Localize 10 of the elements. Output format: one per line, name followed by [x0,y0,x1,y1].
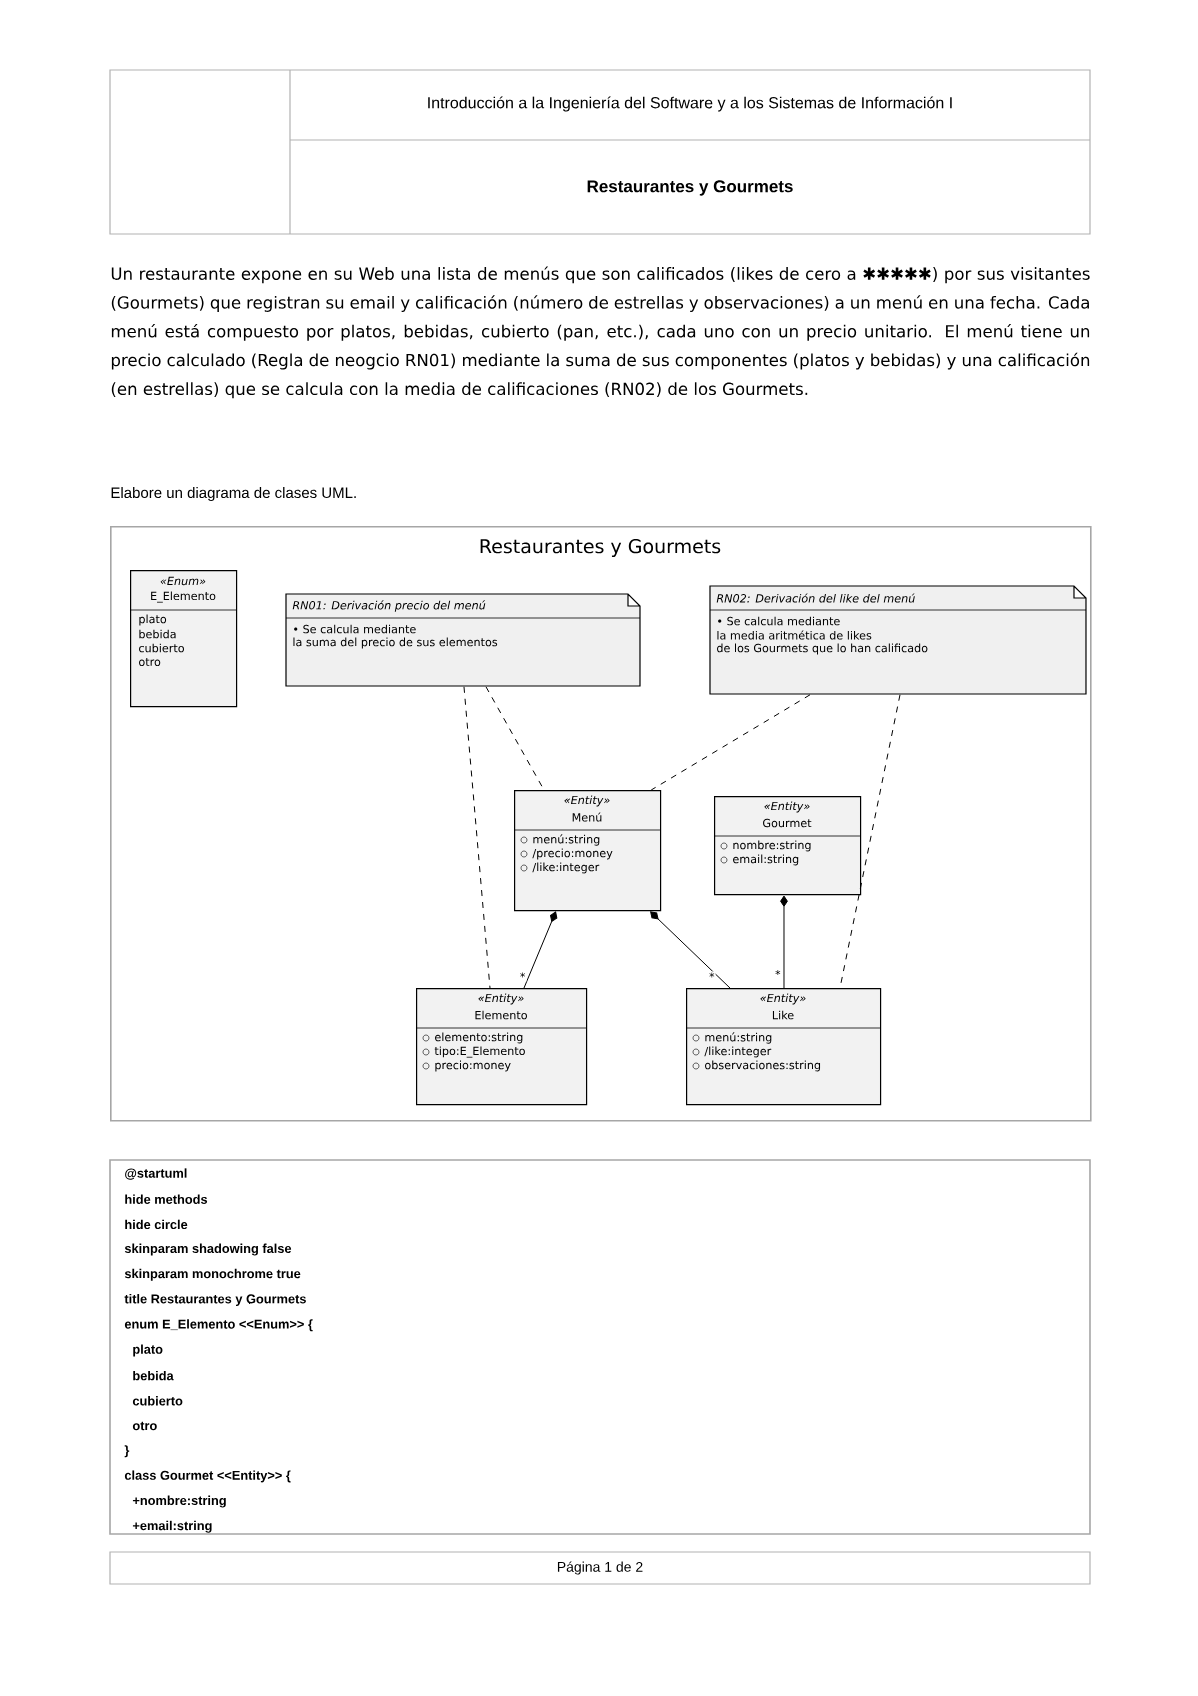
composition-line [650,911,731,989]
composition-line [523,911,558,989]
paragraph: Un restaurante expone en su Web una lista de menús que son calificados (likes de cero a ✱✱✱✱✱) por sus visitantes (Gourmets) que registran su email y calificación (número de estrellas y observaciones) a un menú en una fecha. Cada menú está compuesto por platos, bebidas, cubierto (pan, etc.), cada uno con un precio unitario. El menú tiene un precio calculado (Regla de neogcio RN01) mediante la suma de sus componentes (platos y bebidas) y una calificación (en estrellas) que se calcula con la media de calificaciones (RN02) de los Gourmets. [111,266,1090,399]
document-title: Introducción a la Ingeniería del Software y a los Sistemas de Información I [428,96,952,112]
composition-line [780,895,788,989]
dashed-connector [650,694,811,791]
frame-title: Restaurantes y Gourmets [480,538,721,558]
dashed-connector [485,686,545,791]
document-subtitle: Restaurantes y Gourmets [587,180,793,196]
dashed-connector [463,686,491,989]
